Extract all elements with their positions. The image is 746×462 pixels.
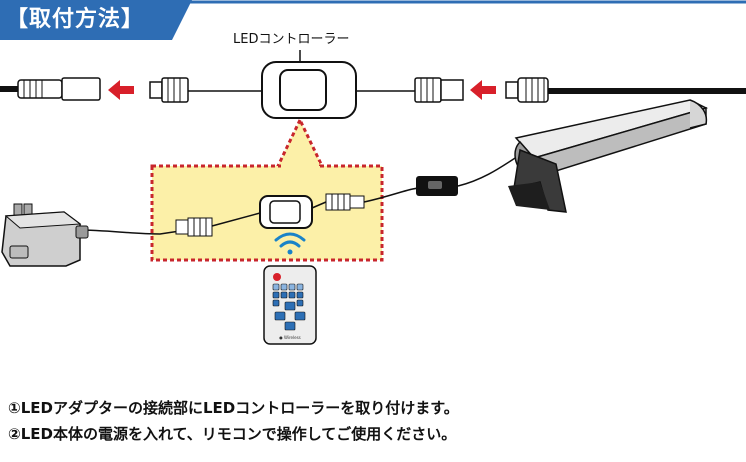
zoom-output-connector-icon bbox=[325, 193, 365, 211]
inline-switch-icon bbox=[416, 176, 458, 196]
zoom-connector bbox=[275, 116, 325, 168]
remote-power-button bbox=[273, 273, 281, 281]
remote-brand-label: ● Wireless bbox=[279, 335, 301, 340]
controller-input-connector-icon bbox=[149, 77, 189, 103]
arrow-left-icon bbox=[108, 80, 134, 100]
zoom-cable-left bbox=[211, 212, 261, 227]
banner-background bbox=[0, 0, 192, 40]
controller-label: LEDコントローラー bbox=[233, 32, 350, 47]
zoom-cable-right bbox=[311, 201, 327, 209]
arrow-right-icon bbox=[470, 80, 496, 100]
instruction-step-1: ①LEDアダプターの接続部にLEDコントローラーを取り付けます。 bbox=[8, 399, 459, 417]
dc-plug-right-icon bbox=[505, 77, 549, 103]
instruction-list: ①LEDアダプターの接続部にLEDコントローラーを取り付けます。 ②LED本体の… bbox=[8, 395, 738, 447]
zoom-led-controller-icon bbox=[259, 195, 313, 229]
wireless-signal-icon bbox=[274, 232, 306, 255]
led-controller-icon bbox=[261, 61, 357, 119]
dc-plug-left-icon bbox=[17, 77, 101, 101]
header-banner bbox=[0, 0, 746, 40]
zoom-wedge-cover bbox=[281, 162, 319, 169]
ac-adapter-icon bbox=[1, 203, 89, 267]
remote-control-icon: ● Wireless bbox=[263, 265, 317, 345]
controller-output-connector-icon bbox=[414, 77, 464, 103]
led-light-fixture-icon bbox=[508, 99, 709, 213]
page-title: 【取付方法】 bbox=[6, 7, 145, 32]
zoom-adapter-connector-icon bbox=[175, 217, 213, 237]
top-connection-row bbox=[0, 86, 746, 94]
instruction-step-2: ②LED本体の電源を入れて、リモコンで操作してご使用ください。 bbox=[8, 425, 457, 443]
